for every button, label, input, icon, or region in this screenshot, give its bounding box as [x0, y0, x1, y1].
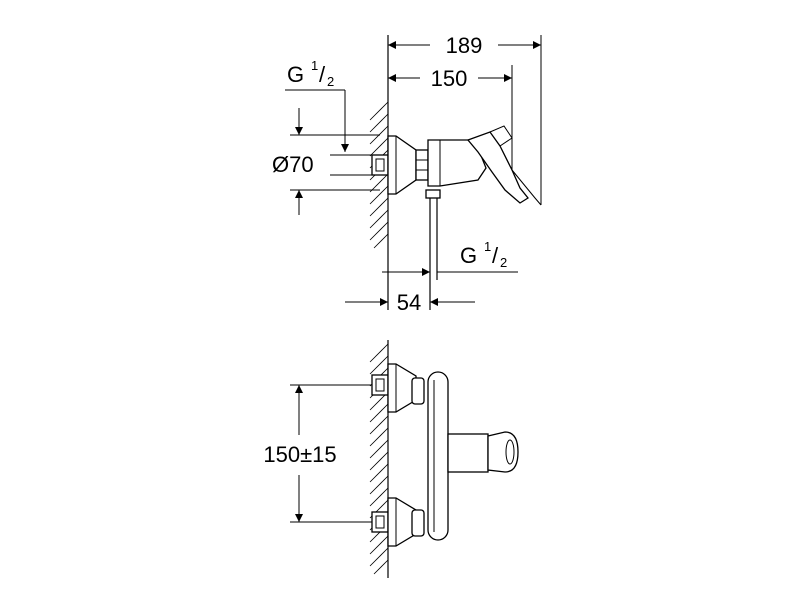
lever-handle [466, 131, 529, 204]
escutcheon-top [387, 135, 417, 195]
dim-150-label: 150 [431, 66, 468, 91]
thread-label-left: G 1 / 2 [287, 58, 334, 89]
union-lower [411, 509, 425, 537]
front-view: 150±15 [263, 340, 519, 578]
side-view: 189 150 G 1 / 2 Ø70 [272, 33, 542, 315]
svg-text:1: 1 [311, 58, 318, 73]
dim-d70-label: Ø70 [272, 152, 314, 177]
svg-text:/: / [319, 62, 326, 87]
cartridge-housing [447, 433, 489, 473]
outlet-nut [425, 189, 441, 199]
svg-text:1: 1 [484, 239, 491, 254]
svg-text:/: / [492, 243, 499, 268]
svg-text:2: 2 [327, 74, 334, 89]
svg-text:2: 2 [500, 255, 507, 270]
dim-54-label: 54 [397, 290, 421, 315]
union-upper [411, 377, 425, 405]
svg-text:G: G [460, 243, 477, 268]
front-handle [487, 431, 519, 473]
wall-connector-top [371, 154, 389, 176]
dim-spacing-label: 150±15 [263, 442, 336, 467]
union-nut [415, 149, 429, 181]
wall-connector-upper [371, 374, 389, 396]
svg-text:G: G [287, 62, 304, 87]
thread-label-right: G 1 / 2 [460, 239, 507, 270]
mixer-body [427, 371, 449, 541]
wall-connector-lower [371, 511, 389, 533]
dim-189-label: 189 [446, 33, 483, 58]
